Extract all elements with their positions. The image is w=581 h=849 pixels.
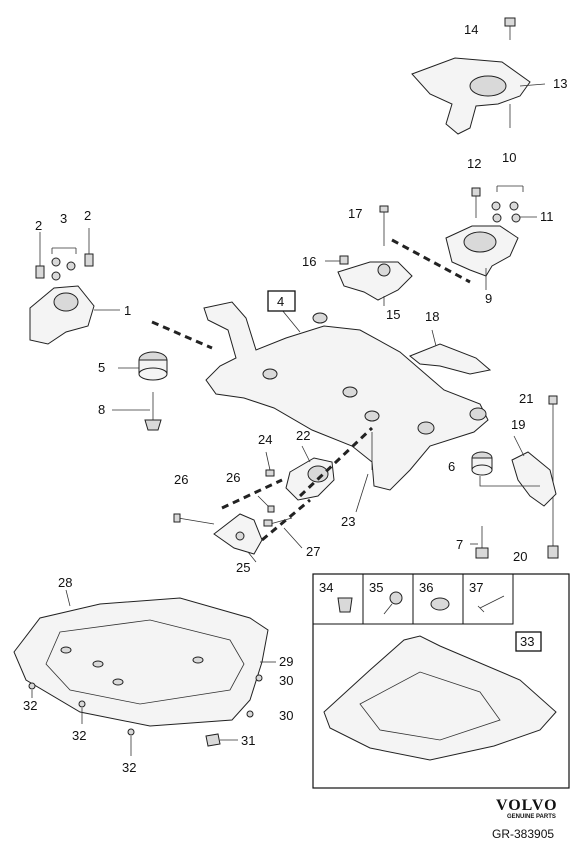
part-36-grommet — [430, 597, 450, 611]
callout-31: 31 — [241, 733, 255, 748]
part-18-bracket — [409, 329, 492, 375]
callout-19: 19 — [511, 417, 525, 432]
callout-9: 9 — [485, 291, 492, 306]
callout-1: 1 — [124, 303, 131, 318]
callout-18: 18 — [425, 309, 439, 324]
part-10-fasteners — [491, 185, 537, 223]
part-24-bolt — [265, 451, 275, 477]
part-7-bolt — [470, 526, 489, 559]
link-22-4 — [298, 426, 374, 498]
link-9-15 — [391, 238, 471, 284]
callout-8: 8 — [98, 402, 105, 417]
part-4-front-subframe — [203, 290, 489, 491]
part-26-bolt-left — [173, 513, 215, 525]
callout-28: 28 — [58, 575, 72, 590]
callout-6: 6 — [448, 459, 455, 474]
part-23-bolt — [355, 432, 373, 513]
part-32-screws — [28, 682, 135, 756]
callout-14: 14 — [464, 22, 478, 37]
callout-labels: 14 13 12 10 11 9 17 16 15 2 3 2 1 4 5 8 … — [23, 22, 567, 775]
part-19-bracket — [511, 435, 557, 507]
callout-5: 5 — [98, 360, 105, 375]
callout-4: 4 — [277, 294, 284, 309]
callout-34: 34 — [319, 580, 333, 595]
inset-panel — [312, 573, 570, 789]
callout-11: 11 — [540, 209, 554, 224]
part-22-torque-rod — [285, 445, 335, 501]
part-30-screws — [246, 674, 263, 718]
callout-7: 7 — [456, 537, 463, 552]
link-27-22 — [261, 498, 311, 542]
part-34-plug — [337, 597, 353, 613]
part-33-splash-shield-alt — [323, 635, 557, 761]
callout-24: 24 — [258, 432, 272, 447]
callout-36: 36 — [419, 580, 433, 595]
callout-13: 13 — [553, 76, 567, 91]
volvo-logo: VOLVO — [496, 797, 558, 814]
callout-2-right: 2 — [84, 208, 91, 223]
part-31-clip — [205, 733, 238, 747]
link-1-4 — [151, 320, 213, 350]
callout-22: 22 — [296, 428, 310, 443]
callout-32-left: 32 — [23, 698, 37, 713]
part-28-splash-shield — [13, 589, 269, 727]
callout-20: 20 — [513, 549, 527, 564]
part-2-bolt-right — [84, 228, 94, 267]
part-20-bolt — [547, 545, 559, 559]
part-13-bracket — [411, 57, 546, 135]
part-15-torque-rod-bracket — [337, 261, 413, 306]
part-5-bushing — [118, 351, 168, 381]
callout-30-top: 30 — [279, 673, 293, 688]
callout-32-right: 32 — [122, 760, 136, 775]
callout-10: 10 — [502, 150, 516, 165]
callout-2-left: 2 — [35, 218, 42, 233]
part-1-engine-mount — [29, 285, 120, 345]
part-14-bolt — [504, 17, 516, 40]
drawing-code: GR-383905 — [492, 827, 554, 841]
callout-3: 3 — [60, 211, 67, 226]
callout-37: 37 — [469, 580, 483, 595]
part-27-bolt — [263, 517, 303, 549]
callout-32-mid: 32 — [72, 728, 86, 743]
part-37-rivet — [477, 595, 505, 613]
part-2-bolt-left — [35, 232, 45, 279]
callout-26-right: 26 — [226, 470, 240, 485]
genuine-parts-tagline: GENUINE PARTS — [507, 814, 556, 820]
callout-17: 17 — [348, 206, 362, 221]
callout-35: 35 — [369, 580, 383, 595]
part-9-engine-mount — [445, 225, 519, 290]
callout-23: 23 — [341, 514, 355, 529]
part-12-bolt — [471, 187, 481, 218]
part-26-bolt-right — [257, 495, 275, 513]
part-6-bushing — [471, 451, 540, 487]
callout-26-left: 26 — [174, 472, 188, 487]
callout-29: 29 — [279, 654, 293, 669]
callout-30-bottom: 30 — [279, 708, 293, 723]
callout-27: 27 — [306, 544, 320, 559]
part-21-nut — [548, 395, 558, 546]
part-3-nuts — [51, 247, 77, 281]
callout-15: 15 — [386, 307, 400, 322]
callout-25: 25 — [236, 560, 250, 575]
part-25-bracket — [213, 513, 263, 563]
callout-21: 21 — [519, 391, 533, 406]
callout-16: 16 — [302, 254, 316, 269]
part-35-screw — [383, 591, 403, 615]
callout-12: 12 — [467, 156, 481, 171]
part-17-bolt — [379, 205, 389, 246]
callout-33: 33 — [520, 634, 534, 649]
part-16-bolt — [325, 255, 349, 265]
part-8-bolt — [112, 392, 162, 431]
